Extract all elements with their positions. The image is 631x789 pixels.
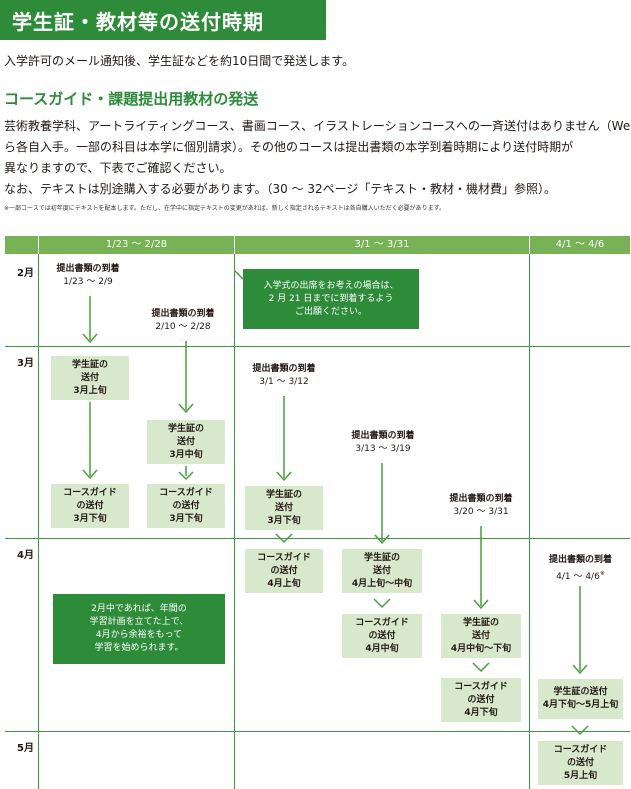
header-mar: 3/1 ～ 3/31 (235, 236, 529, 254)
arrow-head (276, 471, 292, 482)
arrow-head (473, 599, 489, 610)
arrow-head (373, 598, 391, 609)
arrow-head (275, 533, 293, 544)
title-bar (0, 0, 326, 40)
arrow-head (572, 664, 588, 675)
grid-line (5, 731, 630, 732)
page-title: 学生証・教材等の送付時期 (12, 10, 264, 34)
section-heading: コースガイド・課題提出用教材の発送 (4, 90, 259, 108)
intro-text: 入学許可のメール通知後、学生証などを約10日間で発送します。 (4, 54, 355, 68)
arrow-head (472, 662, 490, 673)
grid-line (5, 346, 630, 347)
month-feb: 2月 (17, 268, 34, 279)
flow-arrows (82, 270, 589, 736)
month-may: 5月 (17, 743, 34, 754)
paragraph-line-3: 異なりますので、下表でご確認ください。 (4, 161, 232, 175)
arrow-head (374, 534, 390, 545)
ceremony-note: 入学式の出席をお考えの場合は、2 月 21 日までに到着するようご出願ください。 (243, 269, 419, 329)
month-apr: 4月 (17, 550, 34, 561)
pointer (234, 270, 244, 280)
header-corner (5, 236, 38, 254)
grid-line (5, 538, 630, 539)
arrow-head (178, 403, 194, 414)
paragraph-line-4: なお、テキストは別途購入する必要があります。（30 ～ 32ページ「テキスト・教… (4, 182, 557, 196)
plan-note: 2月中であれば、年間の学習計画を立てた上で、4月から余裕をもって学習を始められま… (53, 594, 225, 664)
month-mar: 3月 (17, 358, 34, 369)
header-feb: 1/23 ～ 2/28 (39, 236, 234, 254)
paragraph-line-2: ら各自入手。一部の科目は本学に個別請求）。その他のコースは提出書類の本学到着時期… (4, 140, 574, 154)
arrow-head (82, 469, 98, 480)
grid-line (38, 254, 39, 789)
footnote: ※一部コースでは初年度にテキストを配本します。ただし、在学中に指定テキストの変更… (4, 205, 445, 212)
arrow-head (82, 333, 98, 344)
grid-line (529, 254, 530, 789)
header-apr: 4/1 ～ 4/6 (530, 236, 630, 254)
arrow-head (571, 725, 589, 736)
arrival-note-6: 提出書類の到着 4/1 ～ 4/6※ (548, 555, 612, 582)
paragraph-line-1: 芸術教養学科、アートライティングコース、書画コース、イラストレーションコースへの… (4, 119, 631, 133)
grid-line (234, 254, 235, 789)
arrow-head (178, 471, 194, 481)
schedule-table: 1/23 ～ 2/28 3/1 ～ 3/31 4/1 ～ 4/6 2月 3月 4… (5, 236, 630, 789)
